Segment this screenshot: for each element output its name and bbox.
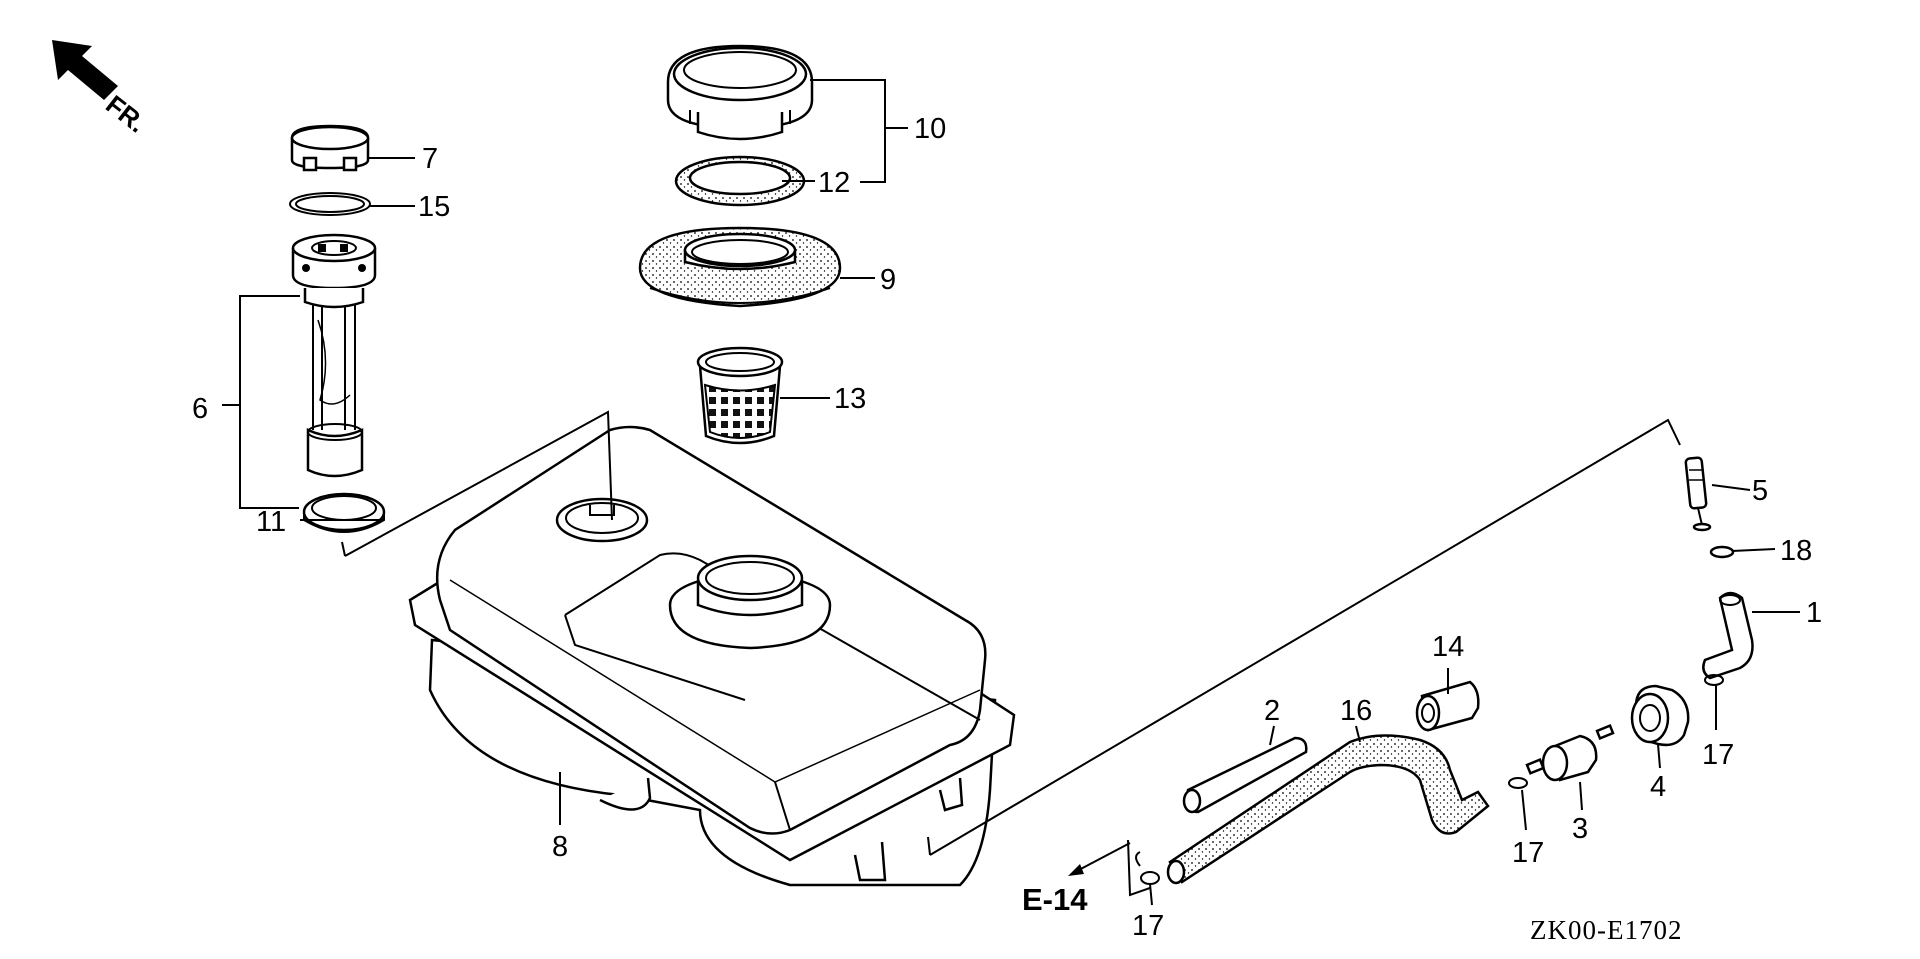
callout-16: 16 (1340, 695, 1372, 727)
front-direction-arrow-icon: FR. (52, 40, 152, 139)
callout-11: 11 (256, 506, 286, 538)
fuel-gauge-6 (291, 233, 377, 478)
callout-1: 1 (1806, 597, 1822, 629)
washer-18 (1709, 545, 1735, 559)
callout-10: 10 (914, 113, 946, 145)
callout-13: 13 (834, 383, 866, 415)
fuel-tube-2 (1182, 736, 1308, 814)
fitting-14 (1415, 680, 1480, 732)
fuel-joint-1 (1702, 591, 1754, 680)
callout-9: 9 (880, 264, 896, 296)
gasket-11 (302, 492, 386, 533)
fuel-strainer-screen-5 (1684, 456, 1712, 532)
fuel-filter-3 (1525, 724, 1615, 782)
page-reference-arrow-icon (1068, 839, 1151, 897)
figure-code: ZK00-E1702 (1530, 915, 1682, 945)
callout-17-mid: 17 (1512, 837, 1544, 869)
callout-18: 18 (1780, 535, 1812, 567)
callout-5: 5 (1752, 475, 1768, 507)
callout-3: 3 (1572, 813, 1588, 845)
hose-clip-17-left (1135, 851, 1160, 885)
direction-label: FR. (100, 89, 151, 138)
callout-14: 14 (1432, 631, 1464, 663)
callout-6: 6 (192, 393, 208, 425)
callout-12: 12 (818, 167, 850, 199)
filler-cap-packing-9 (638, 226, 842, 308)
callout-4: 4 (1650, 771, 1666, 803)
callout-2: 2 (1264, 695, 1280, 727)
callout-7: 7 (422, 143, 438, 175)
hose-clip-17-mid (1508, 777, 1528, 789)
fuel-strainer-13 (696, 346, 784, 445)
hose-clip-17-right (1704, 674, 1724, 686)
fuel-gauge-cap-7 (290, 124, 370, 172)
callout-17-right: 17 (1702, 739, 1734, 771)
fuel-tube-16 (1166, 734, 1490, 885)
fuel-filler-cap-10 (666, 44, 814, 141)
fuel-cock-nut-4 (1630, 684, 1690, 747)
callout-8: 8 (552, 831, 568, 863)
o-ring-15 (289, 192, 371, 216)
section-reference-label[interactable]: E-14 (1022, 882, 1088, 917)
fuel-tank-8 (408, 425, 1016, 887)
callout-15: 15 (418, 191, 450, 223)
callout-17-left: 17 (1132, 910, 1164, 942)
